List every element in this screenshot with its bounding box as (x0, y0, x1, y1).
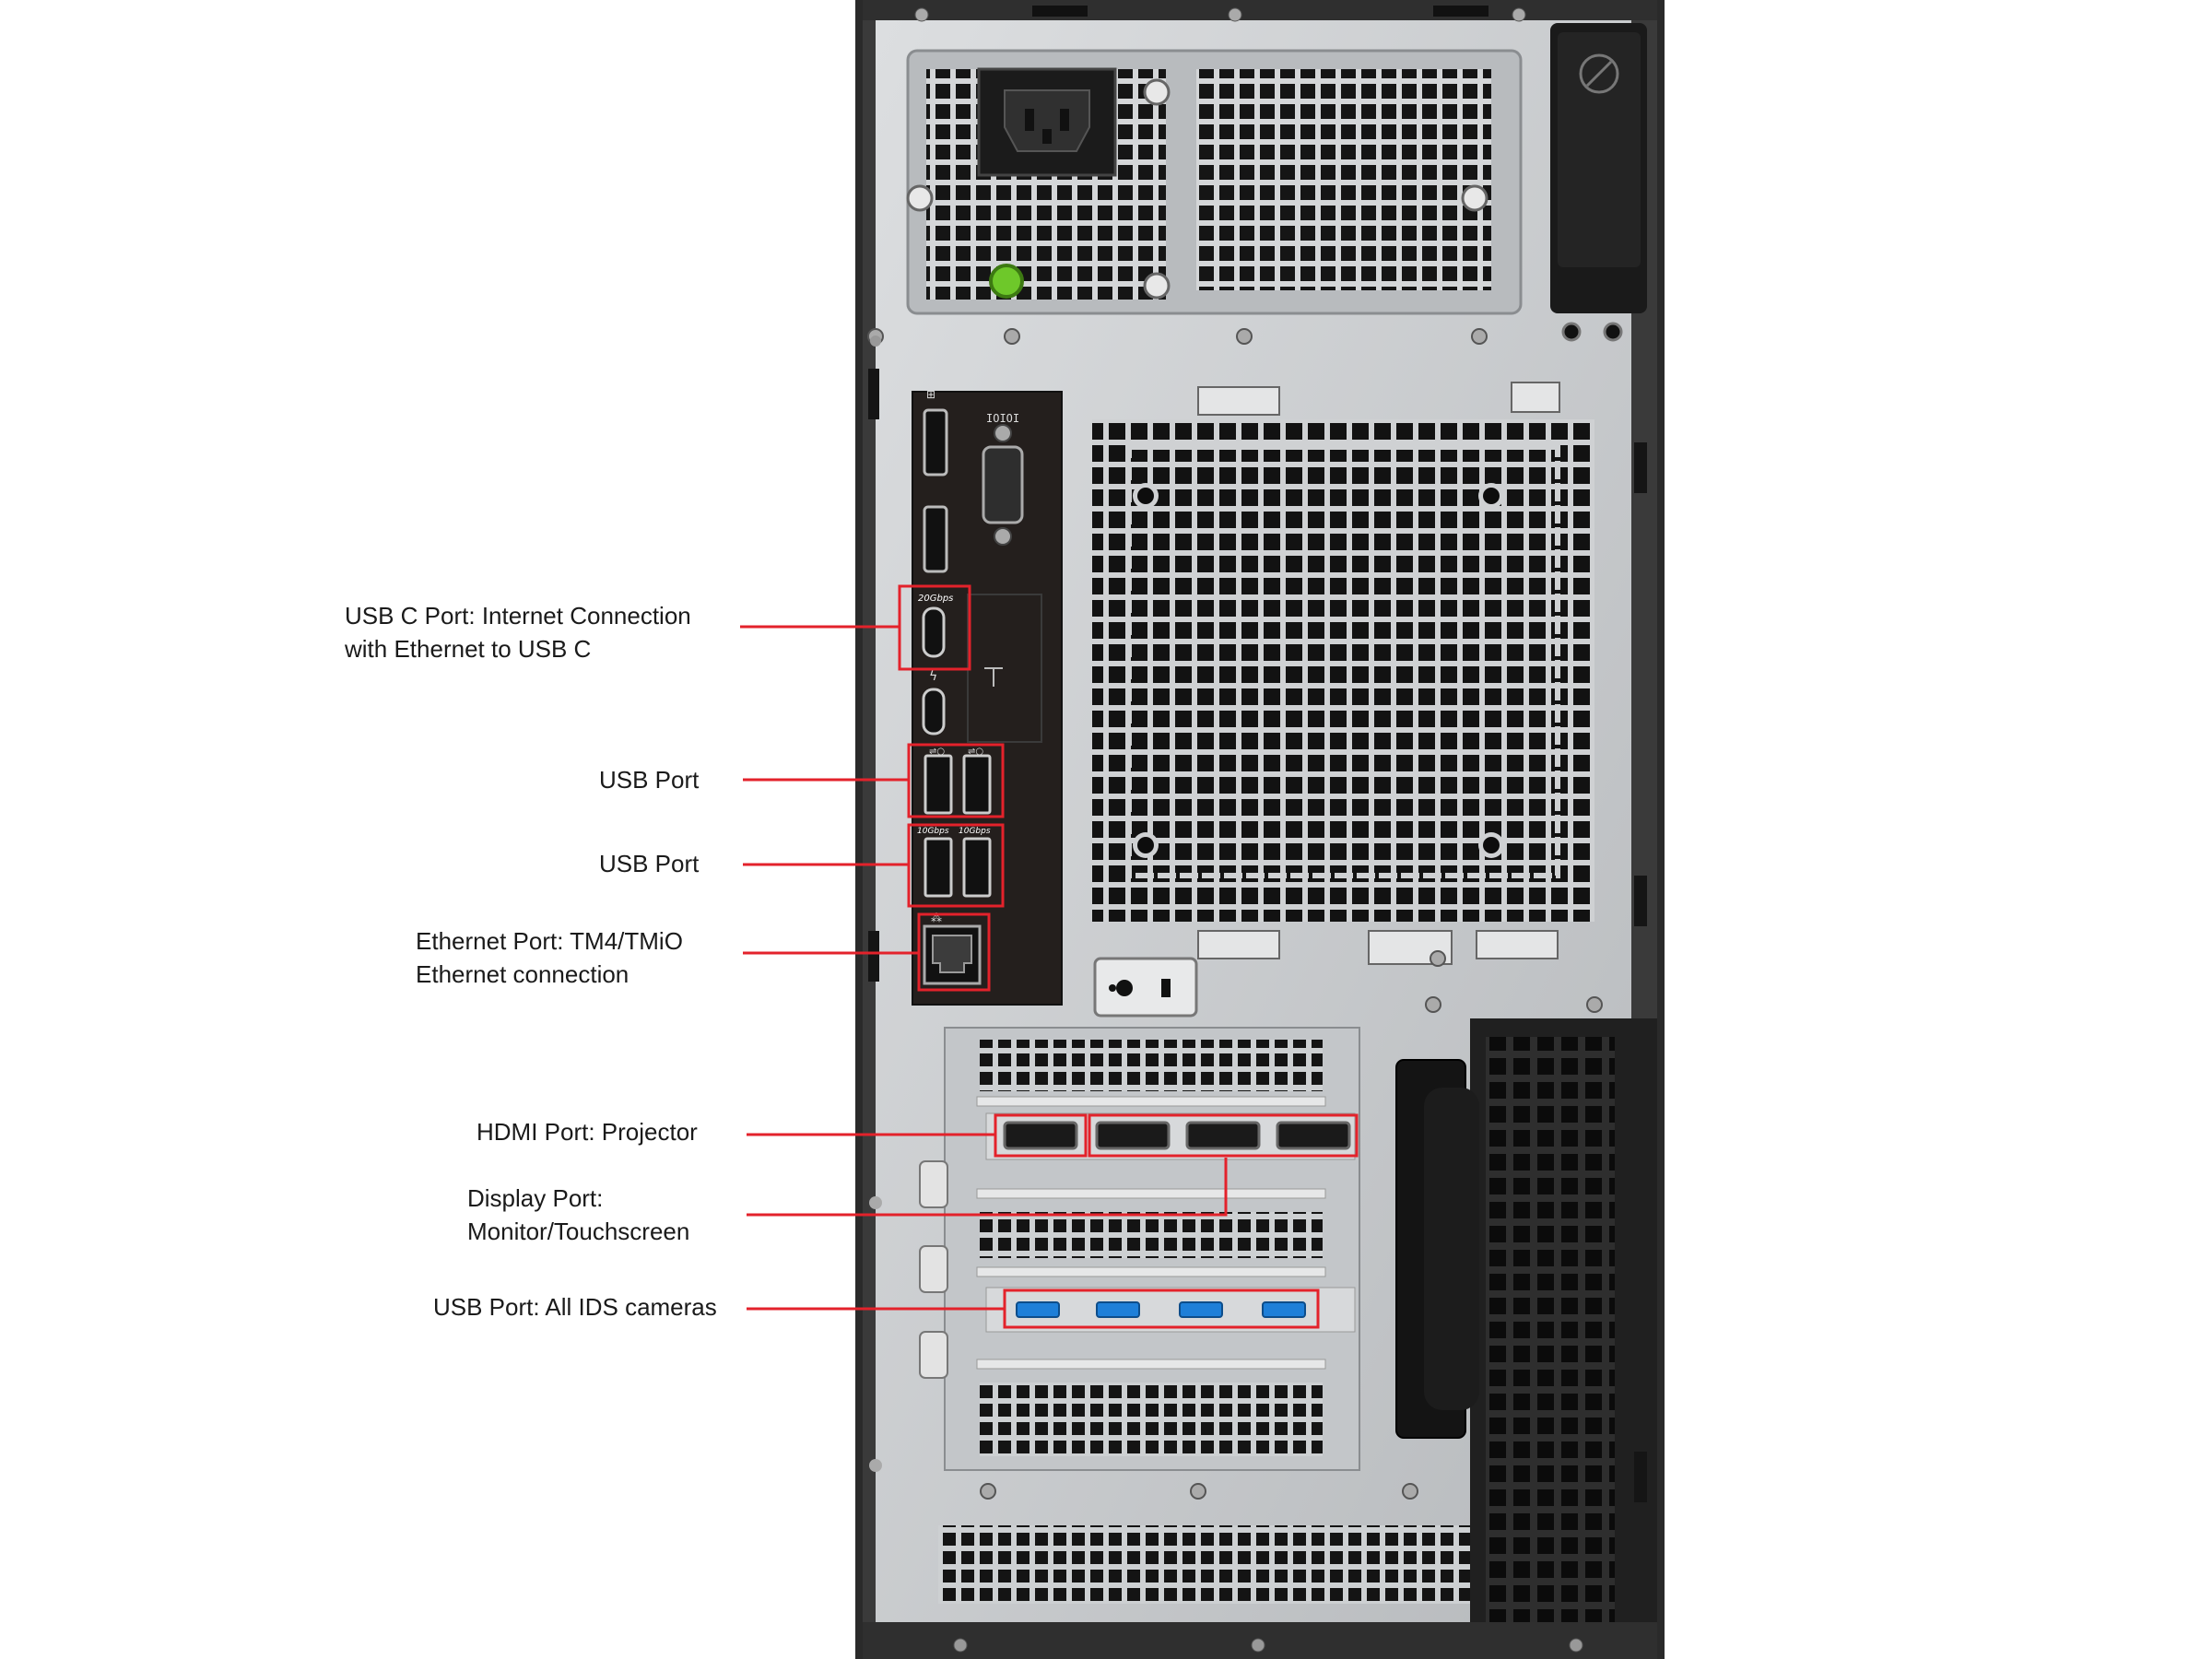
svg-text:IOIOI: IOIOI (986, 412, 1019, 425)
highlight-box-eth (917, 912, 991, 992)
io-panel: ⊞ IOIOI 20Gbps ϟ ⇌○ ⇌○ 10Gbps 10Gbps (912, 388, 1063, 1006)
callout-label-usb2: USB Port (599, 850, 700, 877)
highlight-box-usbc (898, 584, 971, 671)
usb-speed-marking-left: 10Gbps (917, 827, 949, 836)
highlight-box-usb1 (907, 743, 1005, 818)
main-fan-grille (1092, 382, 1594, 922)
usb3-camera-port-2[interactable] (1096, 1301, 1140, 1318)
display-port-3[interactable] (1276, 1121, 1351, 1150)
callout-label-usbc: USB C Port: Internet Connection with Eth… (345, 602, 691, 663)
highlight-box-dp (1088, 1113, 1359, 1158)
power-led-icon (989, 264, 1024, 299)
hdmi-port[interactable] (1003, 1121, 1078, 1150)
usbc-port[interactable] (922, 606, 946, 658)
callout-label-usbcam: USB Port: All IDS cameras (433, 1293, 717, 1321)
usbc-speed-marking: 20Gbps (918, 594, 953, 604)
highlight-box-hdmi (994, 1113, 1088, 1158)
side-latch (1550, 23, 1647, 342)
usb3-camera-port-4[interactable] (1262, 1301, 1306, 1318)
usb3-camera-port-1[interactable] (1016, 1301, 1060, 1318)
usb-port-top-right[interactable] (962, 754, 992, 815)
usb-port-bottom-left[interactable] (924, 837, 953, 898)
side-grille (868, 369, 1657, 1622)
usb-port-bottom-right[interactable] (962, 837, 992, 898)
power-supply (906, 49, 1523, 315)
usb-speed-marking-right: 10Gbps (959, 827, 991, 836)
svg-text:⇌○: ⇌○ (929, 747, 945, 757)
callout-label-usb1: USB Port (599, 766, 700, 794)
callout-graphics (740, 584, 1359, 1329)
callout-line-dp (747, 1158, 1228, 1217)
audio-panel (1093, 930, 1559, 1018)
usb3-camera-port-3[interactable] (1179, 1301, 1223, 1318)
highlight-box-usbcam (1003, 1288, 1320, 1329)
usb-port-top-left[interactable] (924, 754, 953, 815)
svg-text:⇌○: ⇌○ (968, 747, 983, 757)
svg-text:ϟ: ϟ (929, 669, 937, 684)
callout-label-dp: Display Port: Monitor/Touchscreen (467, 1184, 690, 1245)
callout-label-hdmi: HDMI Port: Projector (477, 1118, 698, 1146)
display-port-1[interactable] (1095, 1121, 1171, 1150)
highlight-box-usb2 (907, 823, 1005, 908)
expansion-slots (919, 1027, 1360, 1471)
svg-text:⊞: ⊞ (926, 388, 935, 401)
bottom-grille (938, 1525, 1477, 1604)
callout-label-eth: Ethernet Port: TM4/TMiO Ethernet connect… (416, 927, 683, 988)
display-port-2[interactable] (1185, 1121, 1261, 1150)
